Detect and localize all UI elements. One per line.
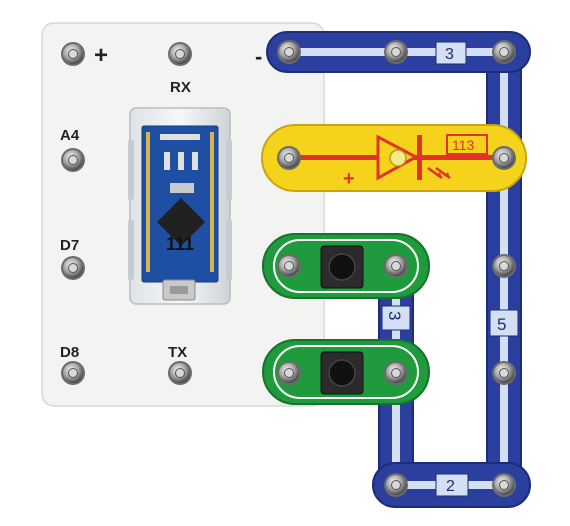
led-part[interactable]: 113 +	[261, 124, 527, 192]
snap-wire-top-right[interactable]	[491, 39, 517, 65]
snap-button-1-right[interactable]	[383, 253, 409, 279]
snap-led-plus[interactable]	[276, 145, 302, 171]
button-2-cap[interactable]	[328, 359, 356, 387]
snap-a4[interactable]	[60, 147, 86, 173]
snap-d7[interactable]	[60, 255, 86, 281]
nano-module: 111	[128, 107, 232, 305]
wire-right-number: 5	[497, 315, 506, 334]
label-rx: RX	[170, 79, 191, 96]
snap-led-minus[interactable]	[491, 145, 517, 171]
label-d8: D8	[60, 344, 79, 361]
wire-middle-number: 3	[385, 311, 404, 320]
label-minus: -	[255, 44, 262, 69]
snap-rx[interactable]	[167, 41, 193, 67]
snap-plus[interactable]	[60, 41, 86, 67]
wire-bottom[interactable]: 2	[372, 462, 531, 508]
snap-wire-right-mid[interactable]	[491, 253, 517, 279]
led-bulb	[389, 149, 407, 167]
snap-wire-right-lower[interactable]	[491, 360, 517, 386]
label-tx: TX	[168, 344, 187, 361]
snap-wire-bottom-left[interactable]	[383, 472, 409, 498]
snap-wire-top-left[interactable]	[276, 39, 302, 65]
led-symbol-bar	[417, 135, 422, 180]
wire-bottom-number: 2	[446, 478, 455, 495]
snap-wire-bottom-right[interactable]	[491, 472, 517, 498]
button-1-cap[interactable]	[328, 253, 356, 281]
module-number: 111	[166, 234, 194, 254]
label-d7: D7	[60, 237, 79, 254]
snap-d8[interactable]	[60, 360, 86, 386]
wire-top-number: 3	[445, 46, 454, 63]
snap-button-2-right[interactable]	[383, 360, 409, 386]
label-a4: A4	[60, 127, 80, 144]
snap-wire-top-mid[interactable]	[383, 39, 409, 65]
led-polarity: +	[343, 168, 355, 190]
push-button-1[interactable]	[262, 233, 430, 299]
snap-button-1-left[interactable]	[276, 253, 302, 279]
snap-button-2-left[interactable]	[276, 360, 302, 386]
push-button-2[interactable]	[262, 339, 430, 405]
nano-chip	[156, 197, 206, 247]
label-plus: +	[94, 42, 108, 69]
snap-tx[interactable]	[167, 360, 193, 386]
led-number: 113	[452, 137, 475, 153]
